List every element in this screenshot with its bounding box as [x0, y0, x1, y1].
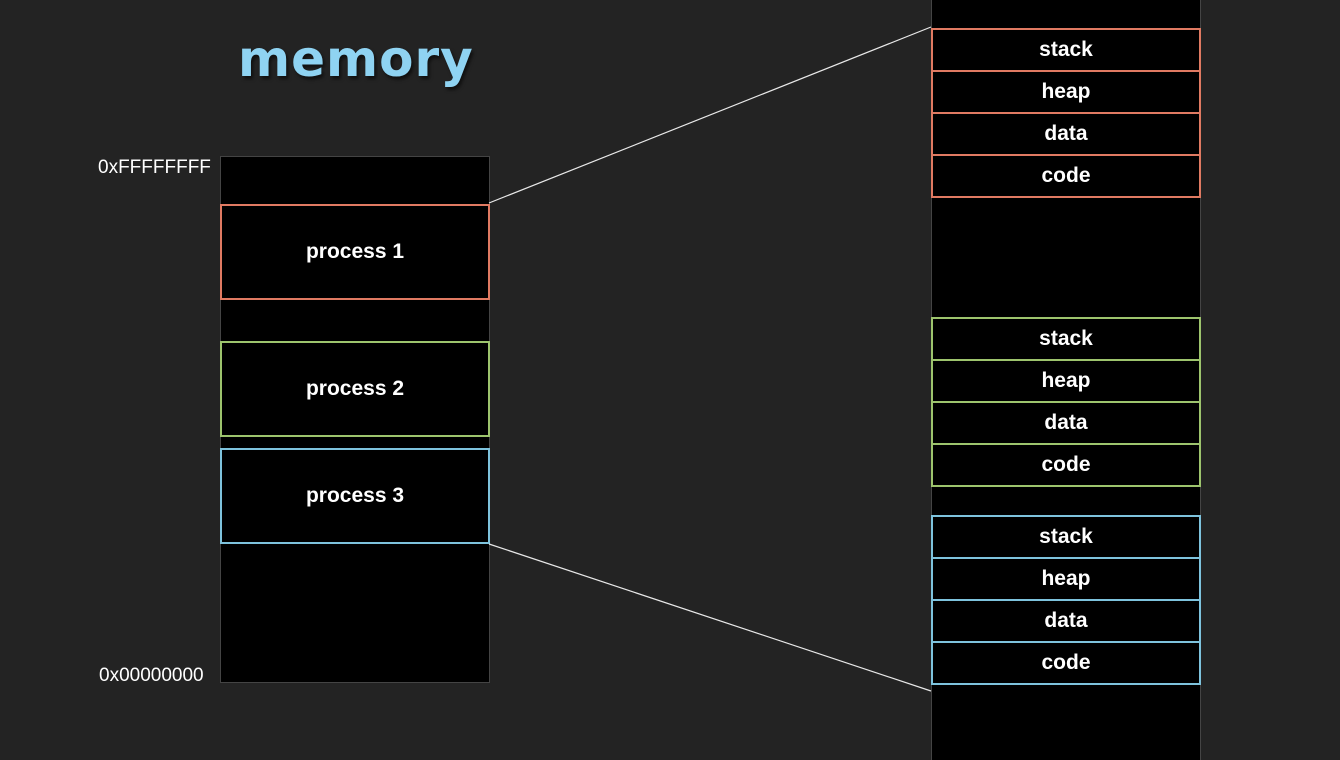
process-2-block: process 2: [220, 341, 490, 437]
segment-code: code: [931, 154, 1201, 198]
process-3-segments: stack heap data code: [931, 515, 1201, 685]
segment-stack: stack: [931, 317, 1201, 361]
connector-line-bottom: [488, 543, 932, 692]
diagram-title: memory: [238, 30, 474, 88]
process-1-block: process 1: [220, 204, 490, 300]
process-3-label: process 3: [305, 484, 405, 507]
address-top-label: 0xFFFFFFFF: [98, 157, 211, 178]
segment-stack: stack: [931, 28, 1201, 72]
segment-heap: heap: [931, 70, 1201, 114]
segment-data: data: [931, 401, 1201, 445]
segment-data: data: [931, 599, 1201, 643]
process-1-segments: stack heap data code: [931, 28, 1201, 198]
segment-data: data: [931, 112, 1201, 156]
segment-heap: heap: [931, 359, 1201, 403]
segment-code: code: [931, 641, 1201, 685]
segment-heap: heap: [931, 557, 1201, 601]
process-1-label: process 1: [305, 240, 405, 263]
process-3-block: process 3: [220, 448, 490, 544]
process-2-segments: stack heap data code: [931, 317, 1201, 487]
segment-code: code: [931, 443, 1201, 487]
process-2-label: process 2: [305, 377, 405, 400]
segment-stack: stack: [931, 515, 1201, 559]
connector-line-top: [488, 26, 932, 204]
address-bottom-label: 0x00000000: [99, 665, 204, 686]
